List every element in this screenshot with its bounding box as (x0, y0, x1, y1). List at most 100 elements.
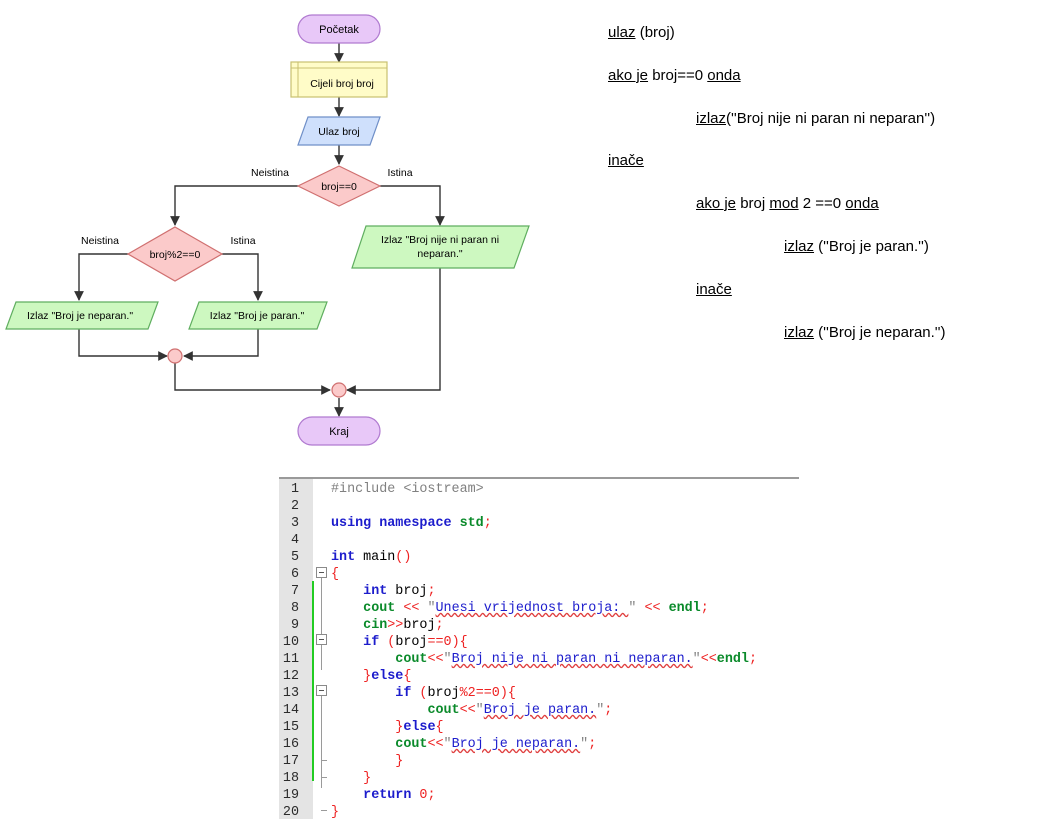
code-line: 4 (279, 532, 799, 549)
code-line: 10 if (broj==0){ (279, 634, 799, 651)
code-line: 9 cin>>broj; (279, 617, 799, 634)
token-number: 0 (443, 635, 452, 650)
arrow-decision1-false (170, 185, 298, 226)
flowchart: Početak Cijeli broj broj Ulaz broj broj=… (5, 14, 530, 446)
code-line: 7 int broj; (279, 583, 799, 600)
token-operator: ; (427, 788, 436, 803)
keyword-onda: onda (707, 67, 741, 84)
token-operator: } (395, 754, 404, 769)
arrow-zero-to-merge2 (346, 268, 441, 395)
token-library: cout (395, 737, 428, 752)
change-marker-bar (312, 581, 314, 781)
token-string: Unesi vrijednost broja: (435, 601, 629, 616)
token-library: cout (427, 703, 460, 718)
token-preprocessor: #include <iostream> (331, 482, 484, 497)
token-operator: << (395, 601, 428, 616)
decision-even: broj%2==0 (126, 226, 224, 282)
token-operator: ; (700, 601, 709, 616)
token-number: 2 (467, 686, 476, 701)
token-library: cout (363, 601, 396, 616)
output-even-box: Izlaz "Broj je paran." (188, 301, 328, 330)
line-number: 8 (290, 601, 299, 616)
pseudocode-line-2: ako je broj==0 onda (608, 66, 741, 86)
keyword-ako-je: ako je (608, 67, 649, 84)
code-text: cout << "Unesi vrijednost broja: " << en… (331, 600, 709, 617)
pseudocode-text: (''Broj je paran.'') (814, 238, 929, 255)
fold-guide (321, 696, 322, 788)
code-line: 3 using namespace std; (279, 515, 799, 532)
code-text: } (331, 770, 371, 787)
start-terminal: Početak (297, 14, 381, 44)
pseudocode-line-4: inače (608, 151, 644, 171)
code-line: 16 cout<<"Broj je neparan."; (279, 736, 799, 753)
token-operator: ; (748, 652, 757, 667)
token-operator: ( (411, 686, 428, 701)
token-operator: % (459, 686, 468, 701)
output-odd-label: Izlaz "Broj je neparan." (27, 310, 133, 322)
code-text: using namespace std; (331, 515, 492, 532)
token-keyword: using (331, 516, 372, 531)
output-zero-line1: Izlaz "Broj nije ni paran ni (381, 234, 499, 246)
token-operator: } (331, 805, 340, 819)
code-text: if (broj%2==0){ (331, 685, 516, 702)
token-operator: () (395, 550, 412, 565)
decision-zero-label: broj==0 (321, 181, 357, 193)
decision-zero-false-label: Neistina (251, 167, 289, 179)
token-string-quote: " (596, 703, 605, 718)
code-line: 11 cout<<"Broj nije ni paran ni neparan.… (279, 651, 799, 668)
pseudocode-text: (''Broj je neparan.'') (814, 324, 946, 341)
keyword-ako-je: ako je (696, 195, 737, 212)
code-line: 20 } (279, 804, 799, 819)
line-number-gutter (279, 479, 313, 819)
token-library: std (459, 516, 484, 531)
code-text: cout<<"Broj je neparan."; (331, 736, 596, 753)
code-editor[interactable]: 1 #include <iostream> 2 3 using namespac… (279, 477, 799, 819)
decision-even-label: broj%2==0 (150, 249, 201, 261)
arrow-even-to-merge (183, 329, 259, 361)
keyword-mod: mod (769, 195, 799, 212)
output-even-label: Izlaz "Broj je paran." (210, 310, 305, 322)
start-label: Početak (319, 24, 359, 36)
line-number: 11 (282, 652, 299, 667)
code-text: cin>>broj; (331, 617, 443, 634)
line-number: 6 (290, 567, 299, 582)
line-number: 10 (282, 635, 299, 650)
decision-even-false-label: Neistina (81, 235, 119, 247)
pseudocode-line-3: izlaz(''Broj nije ni paran ni neparan'') (696, 109, 935, 129)
token-string: Broj nije ni paran ni neparan. (451, 652, 693, 667)
token-library: endl (668, 601, 701, 616)
fold-toggle-icon[interactable] (316, 634, 327, 645)
merge-connector-2 (331, 382, 347, 398)
code-line: 15 }else{ (279, 719, 799, 736)
token-type: int (331, 550, 356, 565)
token-operator: ; (588, 737, 597, 752)
fold-toggle-icon[interactable] (316, 685, 327, 696)
code-line: 2 (279, 498, 799, 515)
token-number: 0 (491, 686, 500, 701)
token-keyword: if (395, 686, 412, 701)
token-library: cout (395, 652, 428, 667)
code-text: int broj; (331, 583, 435, 600)
fold-end-marker (321, 760, 327, 761)
token-operator: } (363, 771, 372, 786)
line-number: 13 (282, 686, 299, 701)
token-keyword: namespace (379, 516, 452, 531)
line-number: 12 (282, 669, 299, 684)
fold-toggle-icon[interactable] (316, 567, 327, 578)
token-operator: { (331, 567, 340, 582)
token-string-quote: " (443, 652, 452, 667)
pseudocode-line-7: inače (696, 280, 732, 300)
token-library: cin (363, 618, 388, 633)
token-library: endl (716, 652, 749, 667)
code-line: 6 { (279, 566, 799, 583)
input-box: Ulaz broj (297, 116, 381, 146)
code-line: 13 if (broj%2==0){ (279, 685, 799, 702)
code-text: #include <iostream> (331, 481, 484, 498)
token-operator: << (636, 601, 669, 616)
pseudocode-line-8: izlaz (''Broj je neparan.'') (784, 323, 946, 343)
code-line: 8 cout << "Unesi vrijednost broja: " << … (279, 600, 799, 617)
line-number: 14 (282, 703, 299, 718)
pseudocode-text: 2 ==0 (798, 195, 846, 212)
pseudocode: ulaz (broj) ako je broj==0 onda izlaz(''… (608, 20, 1028, 360)
code-line: 17 } (279, 753, 799, 770)
